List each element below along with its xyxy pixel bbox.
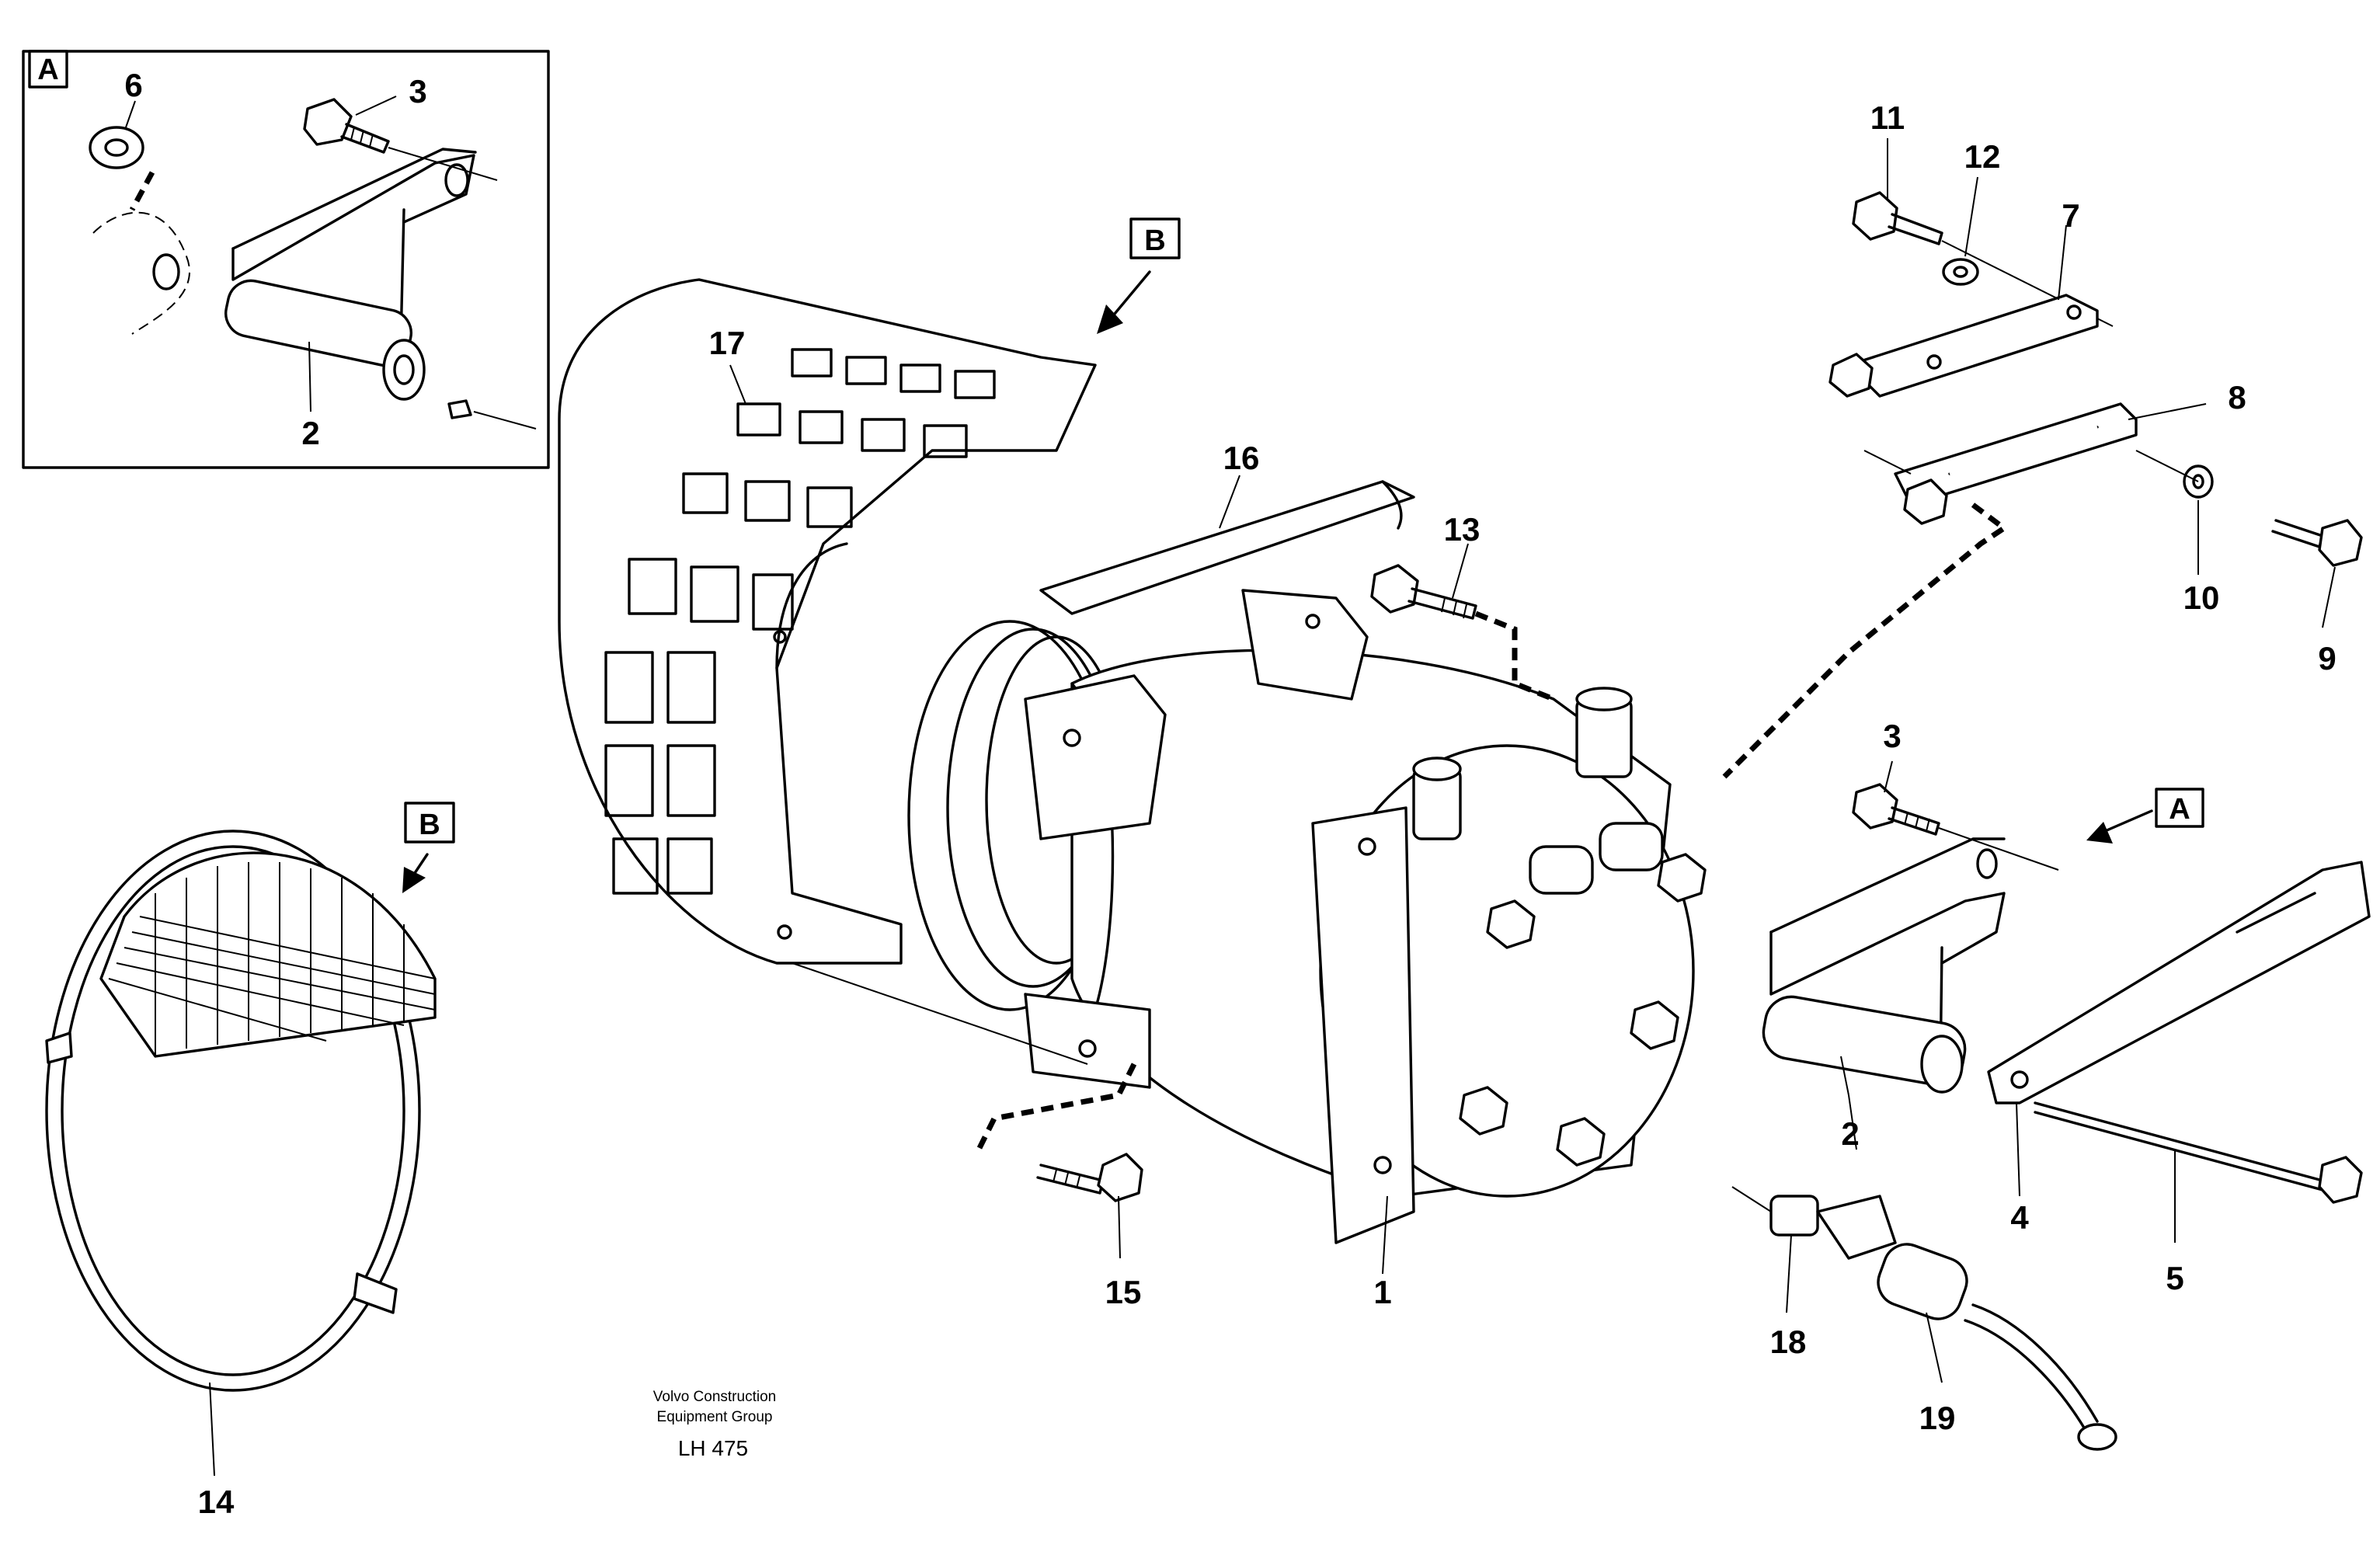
view-marker-b-upper: B bbox=[1097, 217, 1181, 334]
callout-17: 17 bbox=[709, 325, 746, 361]
detail-a-label: A bbox=[37, 54, 58, 86]
callout-5: 5 bbox=[2166, 1260, 2183, 1296]
callout-18: 18 bbox=[1770, 1324, 1807, 1360]
compressor-1 bbox=[907, 589, 1707, 1244]
callout-19: 19 bbox=[1919, 1400, 1956, 1436]
bolt-13 bbox=[1370, 564, 1555, 702]
callout-3: 3 bbox=[1883, 718, 1901, 754]
callouts: 6 3 2 17 16 13 15 1 11 12 7 8 10 9 3 2 4… bbox=[124, 67, 2336, 1520]
callout-7: 7 bbox=[2062, 197, 2079, 234]
callout-14: 14 bbox=[198, 1484, 235, 1520]
bolt-3-detail bbox=[303, 98, 498, 181]
mesh-grid bbox=[108, 862, 436, 1056]
callout-2-detail: 2 bbox=[301, 415, 319, 451]
bracket-2-detail bbox=[224, 148, 477, 401]
callout-12: 12 bbox=[1964, 138, 2001, 175]
detail-a-inset: A bbox=[22, 50, 550, 469]
callout-8: 8 bbox=[2228, 379, 2246, 416]
service-ports bbox=[1412, 687, 1664, 895]
view-a-label-right: A bbox=[2169, 793, 2190, 826]
bolt-15 bbox=[792, 962, 1143, 1202]
credit-line-1: Volvo Construction bbox=[653, 1389, 776, 1405]
guard-17 bbox=[558, 278, 1097, 965]
callout-15: 15 bbox=[1105, 1274, 1142, 1310]
leader-lines bbox=[125, 96, 2336, 1477]
callout-6-detail: 6 bbox=[124, 67, 142, 103]
mesh-guard-14 bbox=[45, 830, 437, 1392]
lower-bracket-assembly bbox=[1762, 783, 2371, 1204]
callout-9: 9 bbox=[2318, 640, 2336, 677]
view-b-label-upper: B bbox=[1144, 224, 1165, 257]
upper-bracket-assembly bbox=[1722, 191, 2363, 779]
callout-3-detail: 3 bbox=[409, 73, 426, 110]
callout-16: 16 bbox=[1223, 440, 1260, 476]
view-marker-b-lower: B bbox=[402, 802, 455, 893]
callout-1: 1 bbox=[1373, 1274, 1391, 1310]
callout-2: 2 bbox=[1841, 1115, 1859, 1152]
callout-11: 11 bbox=[1870, 99, 1905, 136]
view-marker-a-right: A bbox=[2086, 788, 2204, 844]
view-b-label-lower: B bbox=[419, 809, 440, 841]
nut-6-detail bbox=[89, 126, 144, 169]
switch-18-and-cable-19 bbox=[1731, 1186, 2117, 1451]
guard-slots bbox=[604, 348, 996, 895]
callout-10: 10 bbox=[2183, 579, 2220, 616]
credit-line-2: Equipment Group bbox=[657, 1409, 773, 1425]
credit-block: Volvo Construction Equipment Group LH 47… bbox=[653, 1389, 776, 1460]
head-bolts bbox=[1459, 853, 1707, 1167]
drawing-code: LH 475 bbox=[678, 1436, 748, 1460]
callout-13: 13 bbox=[1444, 511, 1481, 548]
callout-4: 4 bbox=[2010, 1199, 2029, 1236]
belt-16 bbox=[1039, 480, 1415, 615]
